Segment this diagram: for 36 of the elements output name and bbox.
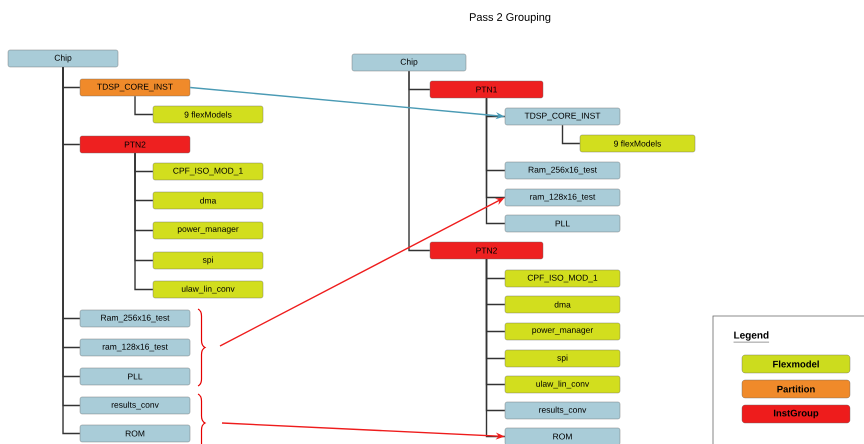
title: Pass 2 Grouping bbox=[470, 12, 550, 24]
tree-box: Ram_256x16_test bbox=[504, 162, 620, 180]
tree-connector bbox=[134, 153, 153, 290]
tree-box: power_manager bbox=[504, 322, 620, 340]
tree-box: CPF_ISO_MOD_1 bbox=[504, 270, 620, 288]
tree-box: Chip bbox=[352, 54, 466, 72]
tree-box: ram_128x16_test bbox=[504, 188, 620, 206]
tree-box: Chip bbox=[8, 50, 118, 68]
tree-box: dma bbox=[504, 296, 620, 314]
tree-connector bbox=[562, 125, 580, 144]
tree-box: PTN1 bbox=[430, 80, 544, 98]
tree-box: TDSP_CORE_INST bbox=[504, 108, 620, 126]
tree-box: PLL bbox=[80, 368, 190, 386]
legend-title: Legend bbox=[733, 331, 770, 342]
tree-box: dma bbox=[152, 192, 264, 210]
tree-connector bbox=[486, 98, 505, 224]
tree-box: PTN2 bbox=[80, 136, 190, 154]
tree-box: CPF_ISO_MOD_1 bbox=[152, 162, 264, 180]
tree-box: PLL bbox=[504, 214, 620, 232]
tree-box: spi bbox=[504, 350, 620, 368]
tree-connector bbox=[408, 71, 430, 252]
tree-box: spi bbox=[152, 252, 264, 270]
tree-box: ulaw_lin_conv bbox=[504, 376, 620, 394]
tree-box: 9 flexModels bbox=[580, 134, 696, 152]
tree-box: power_manager bbox=[152, 222, 264, 240]
tree-box: PTN2 bbox=[430, 242, 544, 260]
tree-box: results_conv bbox=[504, 402, 620, 420]
tree-box: 9 flexModels bbox=[152, 106, 264, 124]
tree-connector bbox=[134, 96, 153, 116]
tree-box: results_conv bbox=[80, 396, 190, 414]
tree-box: ROM bbox=[504, 428, 620, 444]
tree-box: ROM bbox=[80, 424, 190, 442]
tree-box: ram_128x16_test bbox=[80, 338, 190, 356]
tree-box: Ram_256x16_test bbox=[80, 310, 190, 328]
tree-box: TDSP_CORE_INST bbox=[80, 78, 190, 96]
tree-box: ulaw_lin_conv bbox=[152, 280, 264, 298]
